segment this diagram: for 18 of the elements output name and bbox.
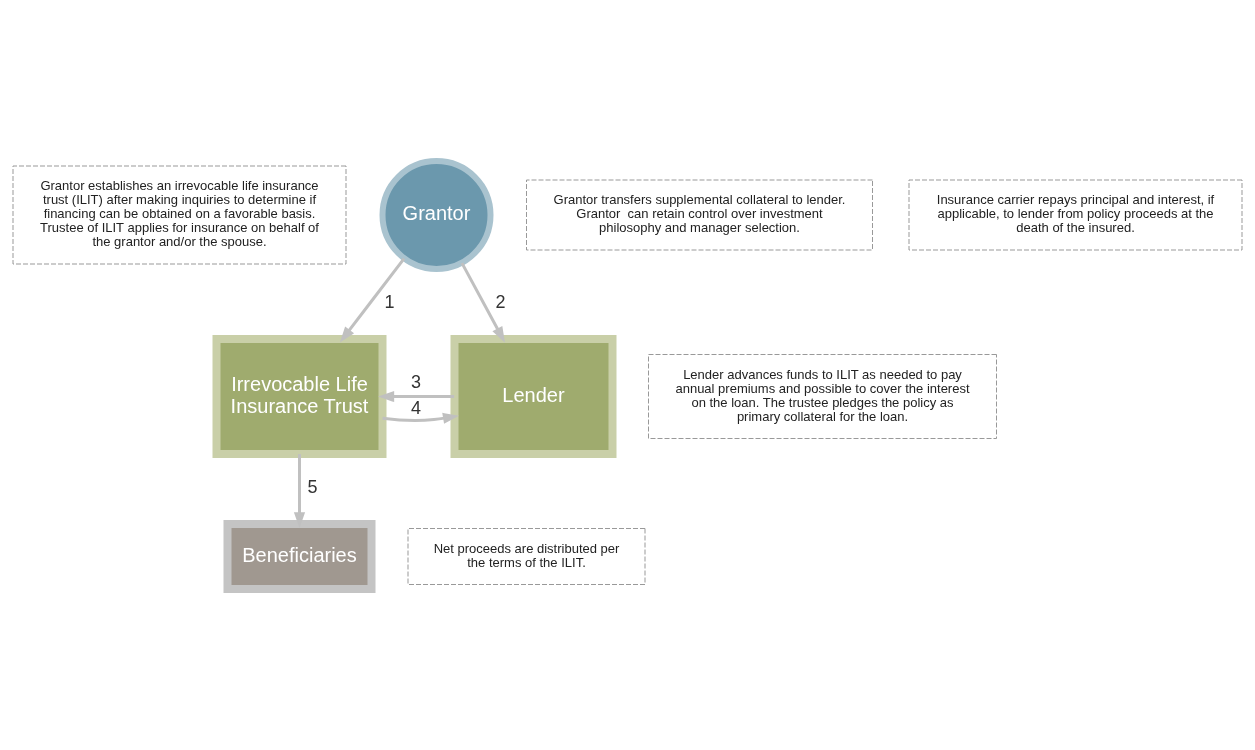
node-circle: Grantor: [379, 158, 494, 272]
edge-label: 5: [307, 477, 318, 498]
node-box: Lender advances funds to ILIT as needed to pay annual premiums and possible to cover the interest on the loan. The trustee pledges the policy as primary collateral for the loan.: [648, 354, 997, 439]
edge-label: 3: [410, 371, 422, 392]
edge-label: 1: [384, 292, 395, 313]
node-box: Grantor transfers supplemental collateral to lender. Grantor can retain control over investment philosophy and manager selection.: [526, 179, 873, 251]
arrow: [339, 257, 406, 343]
edge-label: 2: [495, 292, 506, 313]
edge-label: 4: [410, 397, 422, 418]
node-box: Irrevocable Life Insurance Trust: [212, 335, 387, 458]
node-box: Lender: [450, 335, 617, 458]
arrow: [382, 412, 459, 424]
node-box: Insurance carrier repays principal and interest, if applicable, to lender from policy proceeds at the death of the insured.: [908, 179, 1243, 251]
node-box: Beneficiaries: [223, 520, 376, 593]
arrow: [378, 390, 455, 403]
arrow: [460, 262, 505, 343]
node-box: Net proceeds are distributed per the terms of the ILIT.: [407, 528, 646, 585]
node-box: Grantor establishes an irrevocable life insurance trust (ILIT) after making inquiries to determine if financing can be obtained on a favorable basis. Trustee of ILIT applies for insurance on behalf of the grantor and/or the spouse.: [12, 165, 347, 265]
